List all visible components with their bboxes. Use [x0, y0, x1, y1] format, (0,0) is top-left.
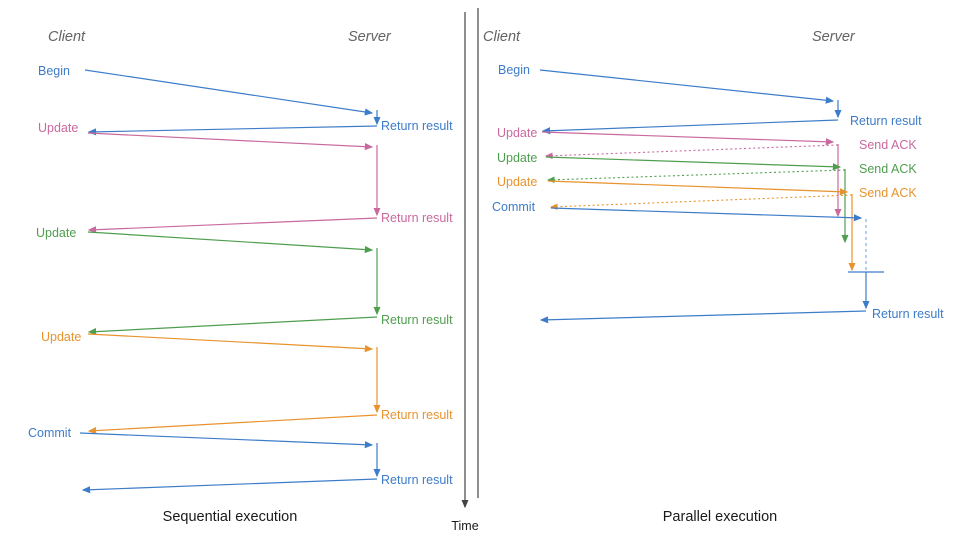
- begin-return-arrow: [87, 125, 378, 136]
- update1-return-arrow: [87, 217, 378, 234]
- begin-request-arrow: [539, 69, 835, 104]
- parallel-label-update2-request: Update: [497, 151, 537, 165]
- sequential-flow-update-1: [87, 132, 381, 234]
- sequential-server-lane-label: Server: [348, 29, 392, 45]
- sequential-label-commit-return: Return result: [381, 473, 453, 487]
- update1-ack-arrow: [544, 144, 839, 160]
- sequential-client-lane-label: Client: [48, 29, 86, 45]
- commit-return-arrow: [539, 310, 867, 324]
- commit-request-arrow: [550, 207, 863, 222]
- update3-request-arrow: [547, 180, 849, 196]
- parallel-label-commit-return: Return result: [872, 307, 944, 321]
- panel-parallel: Client Server: [483, 29, 944, 525]
- update2-ack-arrow: [546, 169, 846, 184]
- commit-return-arrow: [81, 478, 378, 494]
- commit-request-arrow: [79, 432, 374, 449]
- sequential-label-commit-request: Commit: [28, 426, 72, 440]
- update3-ack-arrow: [549, 194, 853, 211]
- time-axis-label: Time: [451, 519, 478, 533]
- sequential-label-update2-return: Return result: [381, 313, 453, 327]
- sequential-flow-update-3: [87, 333, 381, 435]
- parallel-label-update3-ack: Send ACK: [859, 186, 917, 200]
- sequential-flow-begin: [84, 69, 381, 136]
- parallel-flow-commit: [539, 207, 884, 324]
- parallel-label-begin-request: Begin: [498, 63, 530, 77]
- parallel-client-lane-label: Client: [483, 29, 521, 45]
- panel-sequential: Client Server: [28, 29, 453, 525]
- sequential-label-update2-request: Update: [36, 226, 76, 240]
- parallel-label-update3-request: Update: [497, 175, 537, 189]
- parallel-label-commit-request: Commit: [492, 200, 536, 214]
- parallel-flow-update-2: [545, 156, 849, 244]
- parallel-label-begin-return: Return result: [850, 114, 922, 128]
- sequential-label-update1-request: Update: [38, 121, 78, 135]
- parallel-label-update1-ack: Send ACK: [859, 138, 917, 152]
- update3-return-arrow: [87, 414, 378, 435]
- sequential-flow-update-2: [87, 231, 381, 336]
- parallel-caption: Parallel execution: [663, 509, 777, 525]
- parallel-flow-begin: [539, 69, 842, 135]
- sequential-label-update3-request: Update: [41, 330, 81, 344]
- parallel-flow-update-3: [547, 180, 856, 272]
- sequential-caption: Sequential execution: [163, 509, 298, 525]
- update2-request-arrow: [545, 156, 842, 171]
- parallel-label-update1-request: Update: [497, 126, 537, 140]
- sequential-flow-commit: [79, 432, 381, 494]
- update1-request-arrow: [541, 131, 835, 146]
- parallel-label-update2-ack: Send ACK: [859, 162, 917, 176]
- parallel-server-lane-label: Server: [812, 29, 856, 45]
- sequential-label-begin-request: Begin: [38, 64, 70, 78]
- update2-request-arrow: [87, 231, 374, 254]
- update1-request-arrow: [87, 132, 374, 151]
- update2-return-arrow: [87, 316, 378, 336]
- update3-request-arrow: [87, 333, 374, 353]
- begin-return-arrow: [541, 119, 839, 135]
- sequential-label-update3-return: Return result: [381, 408, 453, 422]
- sequential-label-begin-return: Return result: [381, 119, 453, 133]
- sequential-label-update1-return: Return result: [381, 211, 453, 225]
- parallel-flow-update-1: [541, 131, 842, 218]
- begin-request-arrow: [84, 69, 374, 116]
